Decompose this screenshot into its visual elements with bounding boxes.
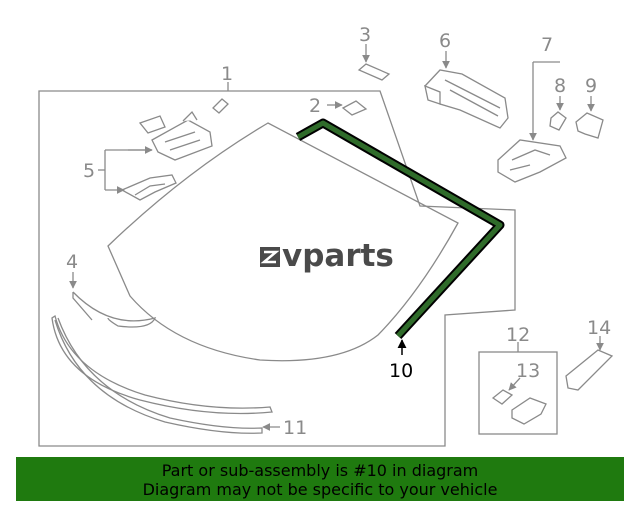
bracket-part-5-upper: [138, 110, 213, 161]
callout-2: 2: [309, 95, 321, 117]
clip-small: [212, 98, 229, 114]
callout-7: 7: [541, 34, 553, 56]
bracket-part-5-lower: [120, 174, 177, 201]
strip-part-4: [72, 291, 157, 328]
callout-6: 6: [439, 30, 451, 52]
molding-part-10-fill: [296, 120, 503, 338]
cowl-strip-part-11: [51, 314, 273, 415]
callout-1: 1: [221, 63, 233, 85]
sensor-part-13: [511, 397, 547, 425]
callout-9: 9: [585, 75, 597, 97]
callout-3: 3: [359, 24, 371, 46]
callout-10: 10: [389, 360, 413, 382]
clip-part-9: [575, 112, 604, 139]
callout-14: 14: [587, 317, 611, 339]
evparts-logo: vparts: [260, 238, 394, 274]
info-banner: Part or sub-assembly is #10 in diagram D…: [16, 457, 624, 501]
clip-part-8: [549, 111, 567, 131]
mirror-part-6: [424, 69, 509, 129]
callout-8: 8: [554, 75, 566, 97]
callout-12: 12: [506, 324, 530, 346]
windshield-assembly-panel: [38, 90, 516, 447]
callout-11: 11: [283, 417, 307, 439]
housing-part-7: [497, 139, 567, 183]
callout-5: 5: [83, 160, 95, 182]
logo-text: vparts: [282, 238, 394, 274]
strip-part-4-body: [72, 292, 93, 321]
callout-13: 13: [516, 360, 540, 382]
cover-part-14: [565, 349, 614, 391]
cowl-strip-part-11-lower: [54, 317, 263, 434]
parts-diagram: vparts 1 2 3 4 5 6 7 8 9 10 11 12 13 14: [38, 24, 614, 447]
pad-part-2: [341, 100, 368, 116]
pad-part-3: [357, 63, 391, 81]
banner-line-2: Diagram may not be specific to your vehi…: [142, 480, 498, 499]
callout-4: 4: [66, 251, 78, 273]
windshield-glass: [107, 122, 459, 362]
pad-part-13: [491, 389, 514, 405]
banner-line-1: Part or sub-assembly is #10 in diagram: [161, 461, 479, 480]
